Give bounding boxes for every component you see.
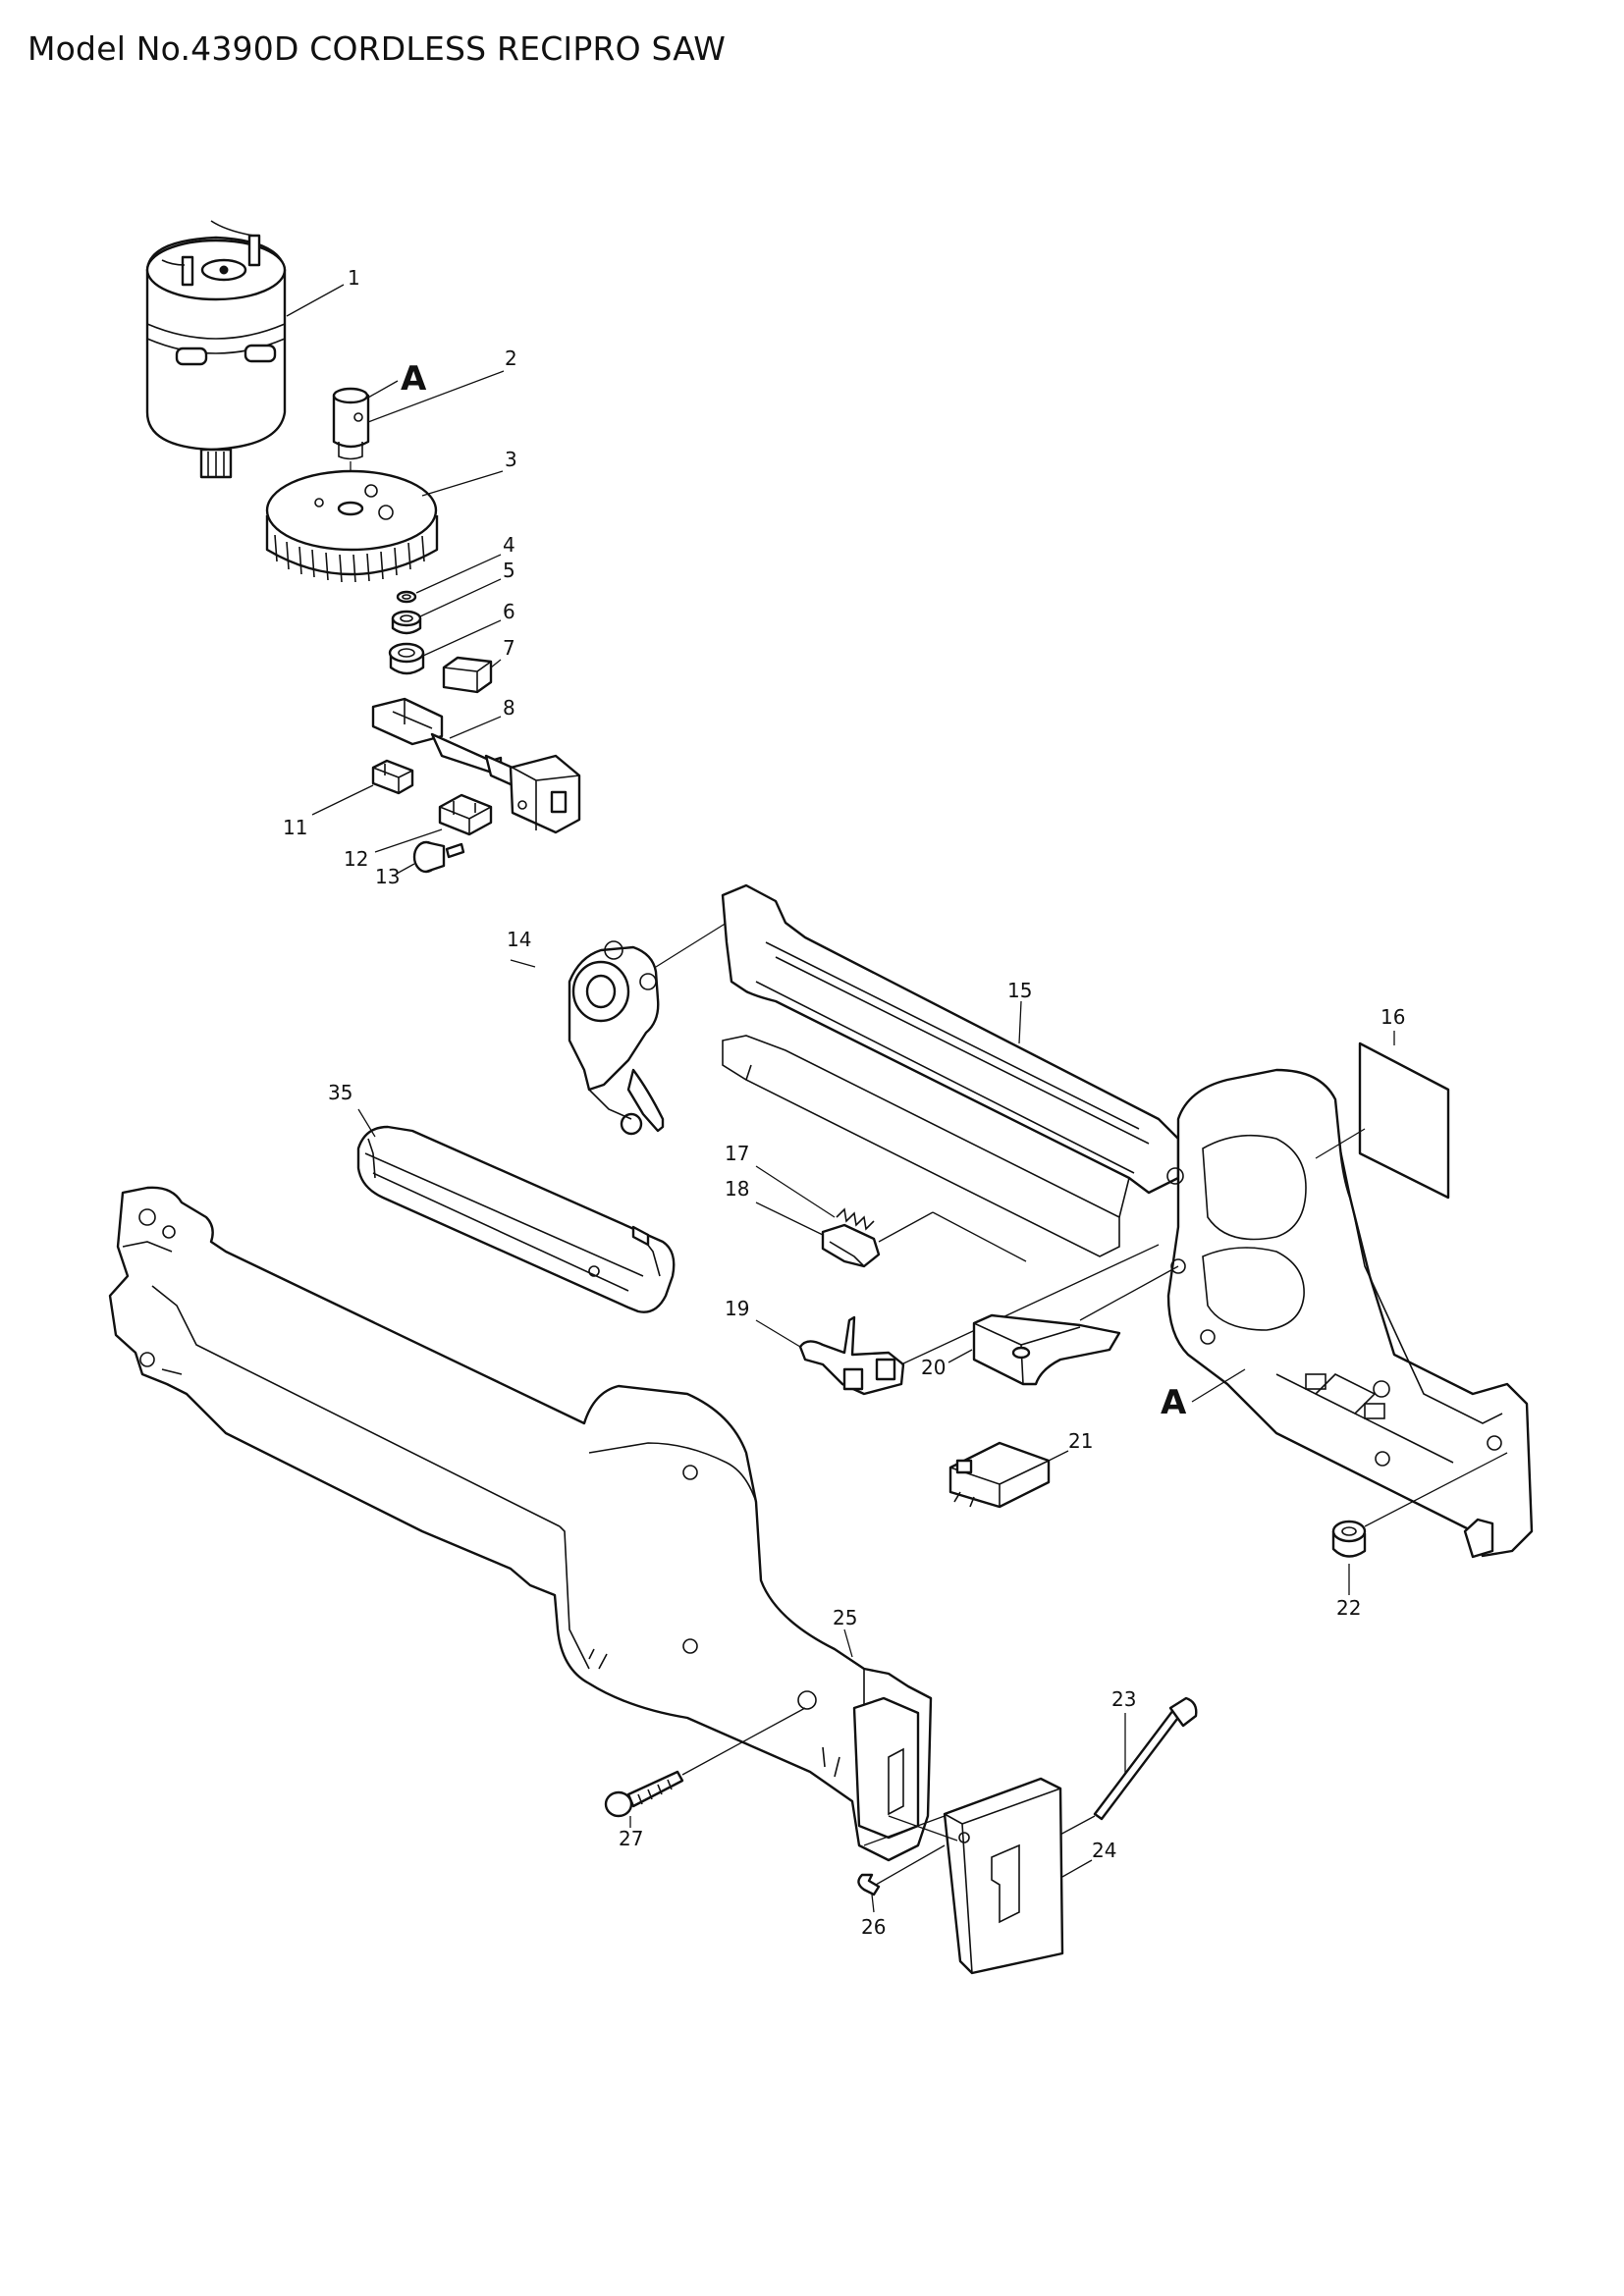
battery — [356, 1108, 676, 1313]
tapping-screw-27 — [604, 1707, 806, 1828]
callout-3: 3 — [505, 448, 517, 471]
callout-21: 21 — [1068, 1429, 1093, 1453]
lock-button — [755, 1201, 1027, 1268]
rubber-pin — [1331, 1452, 1508, 1595]
retaining-ring — [857, 1844, 946, 1913]
washer — [396, 554, 502, 604]
callout-16: 16 — [1380, 1005, 1405, 1029]
callout-26: 26 — [861, 1915, 886, 1939]
callout-25: 25 — [833, 1606, 857, 1629]
guide-block-12 — [374, 793, 493, 853]
screw-13 — [396, 840, 465, 875]
callout-7: 8 — [503, 696, 515, 720]
callout-20: 20 — [921, 1356, 946, 1379]
housing-set — [721, 883, 1534, 1559]
reference-letter-bottom: A — [1161, 1383, 1187, 1422]
tapping-screw-23 — [1030, 1696, 1198, 1851]
callout-14: 14 — [507, 928, 531, 951]
motor — [145, 220, 345, 479]
trigger — [947, 1265, 1179, 1386]
spring — [755, 1165, 875, 1231]
callout-19: 19 — [725, 1297, 749, 1320]
switch-lever — [755, 1244, 1160, 1396]
callout-5: 5 — [503, 559, 515, 582]
spur-gear — [265, 469, 504, 583]
callout-8: 7 — [503, 636, 515, 660]
reference-letter-top: A — [401, 359, 427, 399]
switch — [948, 1441, 1069, 1509]
name-plate — [1315, 1031, 1450, 1200]
callout-2: 2 — [505, 347, 517, 370]
bearing — [388, 619, 502, 675]
page-title: Model No.4390D CORDLESS RECIPRO SAW — [27, 29, 727, 68]
guide — [442, 656, 502, 694]
callout-11: 11 — [283, 816, 307, 839]
callout-17: 17 — [725, 1142, 749, 1165]
callout-12: 12 — [344, 847, 368, 871]
handle-cover — [108, 1186, 933, 1862]
callout-13: 13 — [375, 865, 400, 888]
callout-27: 27 — [619, 1827, 643, 1850]
callout-15: 15 — [1007, 979, 1032, 1002]
callout-23: 23 — [1111, 1687, 1136, 1711]
ring — [391, 578, 502, 635]
callout-18: 18 — [725, 1177, 749, 1201]
callout-4: 4 — [503, 533, 515, 557]
callout-24: 24 — [1092, 1839, 1116, 1862]
hook — [943, 1777, 1093, 1975]
callout-6: 6 — [503, 600, 515, 623]
slider — [371, 697, 581, 834]
callout-35: 35 — [328, 1081, 352, 1104]
callout-22: 22 — [1336, 1596, 1361, 1620]
guide-block-11 — [311, 759, 414, 816]
callout-1: 1 — [348, 266, 360, 290]
bearing-box — [510, 922, 728, 1136]
